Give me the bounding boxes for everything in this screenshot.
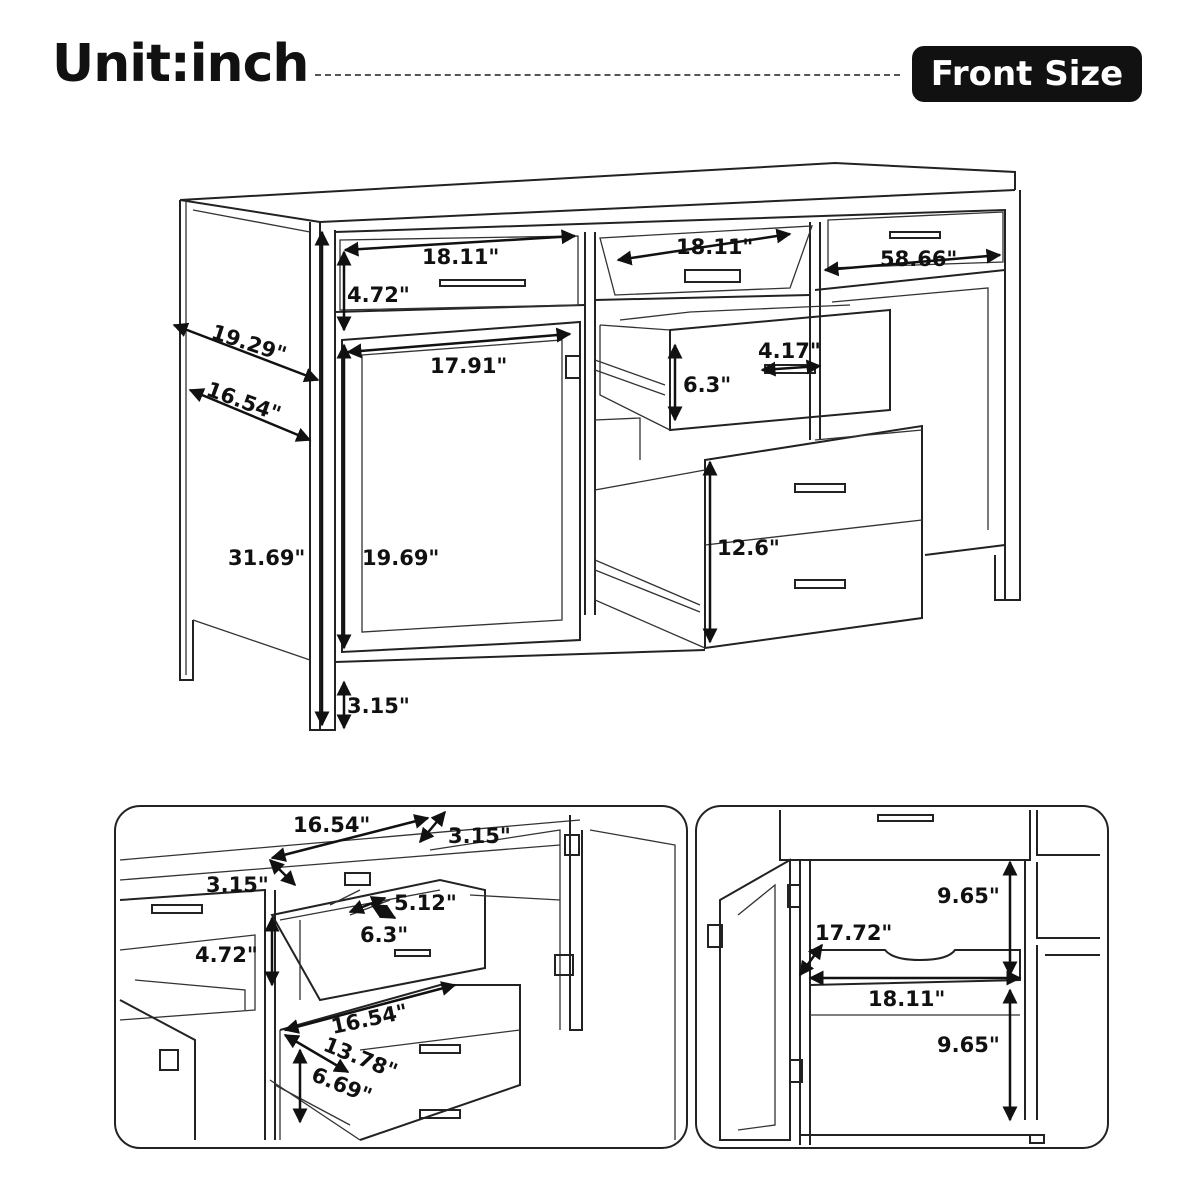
label-overall-height: 31.69" [228,546,305,570]
left-inset-arrows [264,810,457,1124]
label-left-top-depth: 3.15" [448,824,511,848]
label-top-drawer-height: 4.72" [347,283,410,307]
label-inner-depth: 16.54" [203,377,284,426]
left-inset-drawing [119,815,676,1141]
label-top-drawer-width-center: 18.11" [676,235,753,259]
label-left-inner-depth: 6.3" [360,923,408,947]
label-overall-depth: 19.29" [208,320,289,367]
main-dimension-arrows [172,228,1002,730]
label-overall-width: 58.66" [880,247,957,271]
unit-title: Unit:inch [52,34,309,94]
label-left-mid-height: 4.72" [195,943,258,967]
label-right-upper-height: 9.65" [937,884,1000,908]
label-right-shelf-width: 18.11" [868,987,945,1011]
label-drawer-small-height: 6.3" [683,373,731,397]
label-right-shelf-depth: 17.72" [815,921,892,945]
label-door-height: 19.69" [362,546,439,570]
label-left-inner-width: 5.12" [394,891,457,915]
label-top-drawer-width-left: 18.11" [422,245,499,269]
dashed-divider [315,74,900,76]
label-right-lower-height: 9.65" [937,1033,1000,1057]
right-inset-arrows [798,860,1022,1122]
label-drawer-large-height: 12.6" [717,536,780,560]
label-door-width: 17.91" [430,354,507,378]
label-drawer-small-width: 4.17" [758,339,821,363]
right-inset-drawing [707,810,1100,1145]
label-leg-height: 3.15" [347,694,410,718]
label-left-top-width: 16.54" [293,813,370,837]
label-left-top-height: 3.15" [206,873,269,897]
main-cabinet-drawing [179,161,1021,731]
front-size-badge: Front Size [912,46,1142,102]
